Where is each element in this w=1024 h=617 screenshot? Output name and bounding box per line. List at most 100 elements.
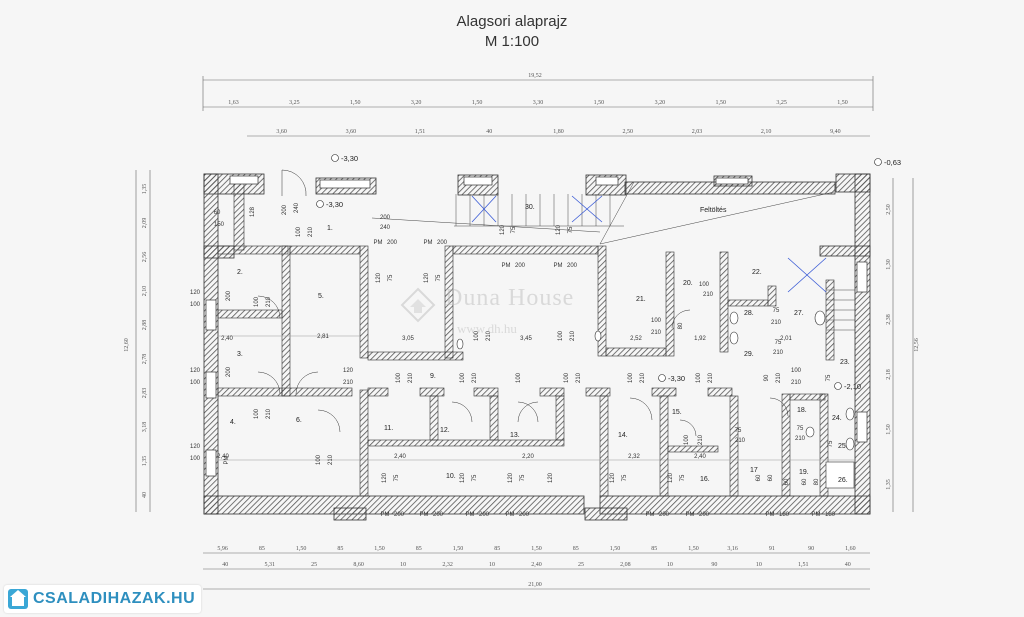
opening-label: 100 xyxy=(558,330,564,341)
opening-label: PM xyxy=(424,240,433,246)
opening-label: 120 xyxy=(610,472,616,483)
opening-label: 100 xyxy=(254,408,260,419)
dim-bottom2-value: 40 xyxy=(845,562,851,568)
opening-label: 2,40 xyxy=(221,336,233,342)
opening-label: PM xyxy=(420,512,429,518)
opening-label: 210 xyxy=(698,434,704,445)
room-29: 29. xyxy=(744,351,754,358)
windows xyxy=(205,175,868,477)
dim-bottom-value: 3,16 xyxy=(727,546,738,552)
room-16: 16. xyxy=(700,476,710,483)
dim-left-value: 2,10 xyxy=(142,286,148,297)
opening-label: 120 xyxy=(460,472,466,483)
opening-label: 120 xyxy=(382,472,388,483)
room-28: 28. xyxy=(744,310,754,317)
dim-bottom2-value: 10 xyxy=(667,562,673,568)
dim-top2-value: 2,03 xyxy=(692,129,703,135)
opening-label: 210 xyxy=(703,292,714,298)
opening-label: 100 xyxy=(696,372,702,383)
room-12: 12. xyxy=(440,427,450,434)
interior-walls xyxy=(217,181,835,497)
room-20: 20. xyxy=(683,280,693,287)
opening-label: 210 xyxy=(640,372,646,383)
dim-left-total: 12,60 xyxy=(124,338,130,352)
room-27: 27. xyxy=(794,310,804,317)
opening-label: PM xyxy=(646,512,655,518)
opening-label: 200 xyxy=(659,512,670,518)
opening-label: 210 xyxy=(472,372,478,383)
dim-top-value: 1,50 xyxy=(472,100,483,106)
opening-label: 100 xyxy=(791,368,802,374)
dim-bottom-value: 91 xyxy=(769,546,775,552)
side-dimension-lines xyxy=(135,170,914,512)
opening-label: 2,40 xyxy=(394,454,406,460)
dim-bottom-value: 1,50 xyxy=(296,546,307,552)
blue-x-marks xyxy=(471,195,827,293)
opening-label: 75 xyxy=(511,226,517,233)
dim-top-value: 1,50 xyxy=(594,100,605,106)
level-corridor: -3,30 xyxy=(668,374,685,383)
opening-label: 1,92 xyxy=(694,336,706,342)
dim-bottom2-value: 2,32 xyxy=(442,562,453,568)
opening-label: 210 xyxy=(408,372,414,383)
opening-label: 120 xyxy=(343,368,354,374)
room-17: 17 xyxy=(750,467,758,474)
dim-bottom-value: 85 xyxy=(494,546,500,552)
opening-label: 210 xyxy=(771,320,782,326)
room-24: 24. xyxy=(832,415,842,422)
exterior-walls xyxy=(203,173,871,521)
dim-bottom2-value: 2,40 xyxy=(531,562,542,568)
room-9: 9. xyxy=(430,373,436,380)
watermark: Duna House www.dh.hu xyxy=(395,285,635,355)
opening-label: 3,45 xyxy=(520,336,532,342)
opening-label: 100 xyxy=(684,434,690,445)
room-4: 4. xyxy=(230,419,236,426)
opening-label: 120 xyxy=(190,444,201,450)
opening-label: 180 xyxy=(779,512,790,518)
dim-bottom-value: 1,50 xyxy=(610,546,621,552)
opening-label: 210 xyxy=(576,372,582,383)
opening-label: 80 xyxy=(814,478,820,485)
opening-label: 3,05 xyxy=(402,336,414,342)
dim-top-value: 1,50 xyxy=(837,100,848,106)
dim-top2-value: 3,60 xyxy=(346,129,357,135)
dim-bottom-value: 1,50 xyxy=(374,546,385,552)
opening-label: 75 xyxy=(520,474,526,481)
opening-label: 100 xyxy=(396,372,402,383)
dim-top2-value: 2,50 xyxy=(622,129,633,135)
opening-label: 60 xyxy=(756,474,762,481)
opening-label: 210 xyxy=(266,296,272,307)
room-10: 10. xyxy=(446,473,456,480)
bottom-dimension-lines xyxy=(203,552,870,590)
opening-label: 180 xyxy=(825,512,836,518)
opening-label: 75 xyxy=(472,474,478,481)
dim-bottom-total: 21,00 xyxy=(528,582,542,588)
opening-label: 60 xyxy=(768,474,774,481)
opening-label: 200 xyxy=(282,204,288,215)
opening-label: 75 xyxy=(680,474,686,481)
dim-left-value: 2,78 xyxy=(142,354,148,365)
dim-left-value: 1,35 xyxy=(142,184,148,195)
site-brand-badge[interactable]: CSALADIHAZAK.HU xyxy=(4,585,202,613)
opening-label: PM xyxy=(506,512,515,518)
door-swings xyxy=(257,169,789,437)
opening-label: 128 xyxy=(250,206,256,217)
opening-label: 210 xyxy=(773,350,784,356)
opening-label: 210 xyxy=(795,436,806,442)
opening-label: 75 xyxy=(622,474,628,481)
dim-right-value: 2,38 xyxy=(886,314,892,325)
dim-right-value: 1,35 xyxy=(886,479,892,490)
opening-label: 2,52 xyxy=(630,336,642,342)
dim-top-total: 19,52 xyxy=(528,73,542,79)
dim-bottom2-value: 25 xyxy=(578,562,584,568)
opening-label: 200 xyxy=(567,263,578,269)
opening-label: 100 xyxy=(190,456,201,462)
opening-label: 75 xyxy=(826,374,832,381)
dim-bottom2-value: 5,31 xyxy=(264,562,275,568)
opening-label: 75 xyxy=(394,474,400,481)
opening-label: 100 xyxy=(628,372,634,383)
dim-bottom-value: 85 xyxy=(259,546,265,552)
opening-label: 75 xyxy=(828,440,834,447)
